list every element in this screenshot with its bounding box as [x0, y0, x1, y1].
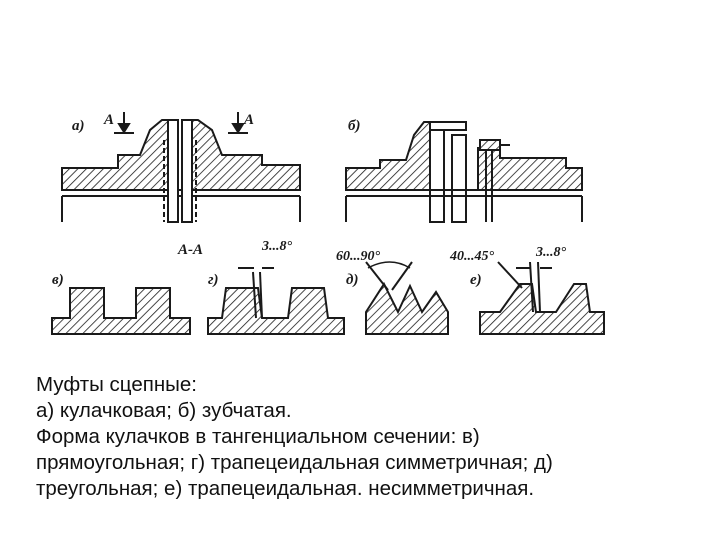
toothed-coupling-drawing	[345, 121, 583, 223]
section-label: A-A	[177, 242, 203, 258]
label-g: г)	[208, 272, 219, 288]
profile-rectangular	[51, 287, 191, 335]
coupling-diagram: а) A A б) A-A в) г) д) е) 3...8° 60...90…	[51, 112, 605, 335]
label-d: д)	[346, 272, 358, 288]
profile-triangular	[365, 261, 449, 335]
caption-line-5: треугольная; е) трапецеидальная. несимме…	[36, 477, 535, 500]
label-a: а)	[72, 118, 85, 134]
angle-d: 60...90°	[336, 249, 381, 264]
label-v: в)	[52, 272, 64, 288]
caption-line-3: Форма кулачков в тангенциальном сечении:…	[36, 425, 480, 448]
caption: Муфты сцепные: а) кулачковая; б) зубчата…	[36, 372, 696, 502]
claw-coupling-drawing	[61, 112, 301, 223]
angle-g: 3...8°	[261, 239, 293, 254]
profile-trapezoidal-asymmetric	[479, 261, 605, 335]
angle-e-right: 3...8°	[535, 245, 567, 260]
section-mark-right: A	[243, 112, 254, 128]
caption-line-1: Муфты сцепные:	[36, 373, 197, 396]
caption-line-2: а) кулачковая; б) зубчатая.	[36, 399, 292, 422]
label-b: б)	[348, 118, 360, 134]
angle-e-left: 40...45°	[449, 249, 495, 264]
section-mark-left: A	[103, 112, 114, 128]
profile-trapezoidal-symmetric	[207, 267, 345, 335]
caption-line-4: прямоугольная; г) трапецеидальная симмет…	[36, 451, 553, 474]
label-e: е)	[470, 272, 482, 288]
